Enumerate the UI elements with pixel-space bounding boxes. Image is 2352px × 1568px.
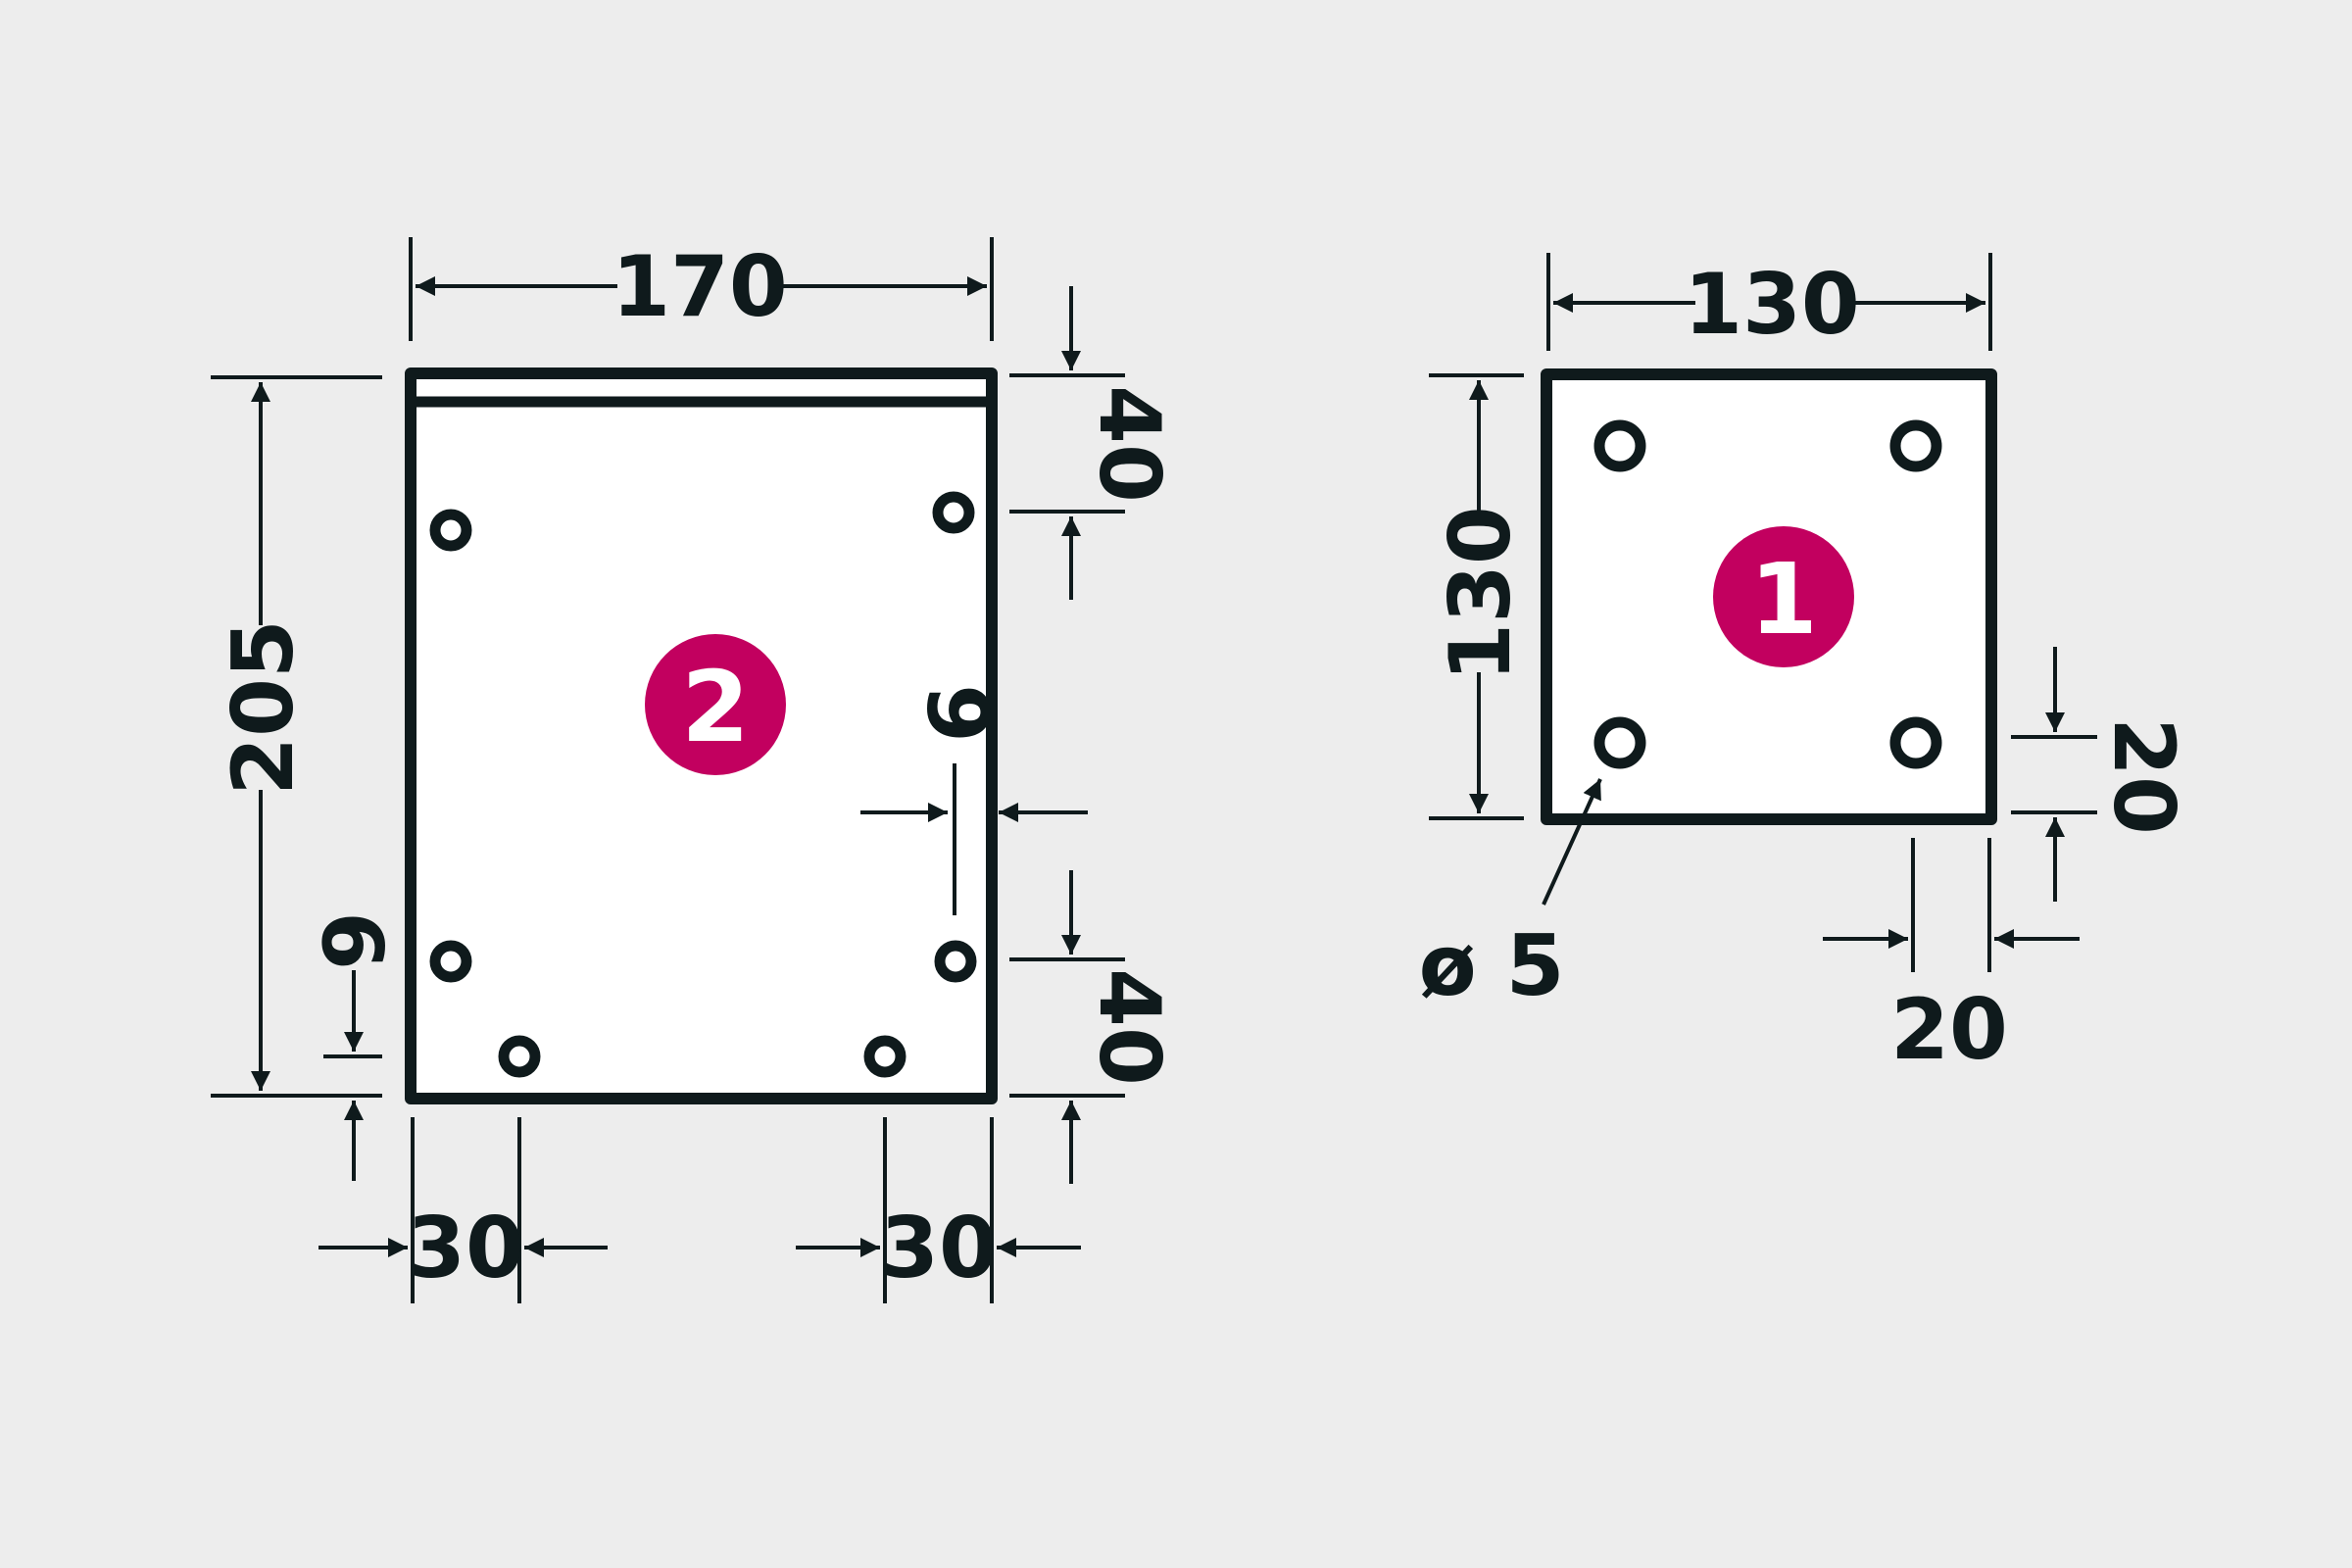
plate-1-height-label: 130 (1432, 506, 1530, 682)
hole (1889, 419, 1942, 472)
plate-2-left-inset-dimension (318, 1117, 608, 1303)
plate-2: 2 170 205 40 9 (211, 237, 1178, 1303)
plate-1-vertical-inset-dimension (2011, 647, 2097, 902)
plate-2-width-label: 170 (612, 238, 788, 336)
plate-2-bottom-hole-inset-label: 9 (307, 911, 405, 970)
plate-1-hole-diameter-label: ø 5 (1419, 917, 1565, 1015)
plate-1-badge-number: 1 (1749, 542, 1818, 657)
plate-2-right-inset-label: 30 (880, 1200, 998, 1298)
plate-1-horizontal-inset-label: 20 (1890, 981, 2008, 1079)
plate-2-badge-number: 2 (681, 650, 750, 764)
plate-1-badge (1713, 526, 1854, 667)
hole (1889, 716, 1942, 769)
plate-2-top-offset-label: 40 (1080, 385, 1178, 503)
plate-2-left-inset-label: 30 (407, 1200, 524, 1298)
plate-2-side-hole-inset-label: 9 (907, 684, 1005, 743)
plate-2-bottom-offset-dimension (1009, 870, 1125, 1184)
plate-2-height-dimension (211, 375, 382, 1098)
hole (863, 1035, 906, 1078)
plate-1-vertical-inset-label: 20 (2094, 717, 2192, 835)
hole (1593, 716, 1646, 769)
plate-1-width-dimension (1546, 253, 1992, 351)
plate-2-height-label: 205 (215, 619, 313, 796)
plate-1-horizontal-inset-dimension (1823, 838, 2080, 972)
plate-2-top-offset-dimension (1009, 286, 1125, 600)
plate-2-holes (429, 491, 977, 1078)
plate-1-height-dimension (1429, 373, 1524, 820)
hole (932, 491, 975, 534)
plate-2-bottom-offset-label: 40 (1080, 968, 1178, 1086)
plate-2-badge (645, 634, 786, 775)
plate-1-width-label: 130 (1684, 256, 1860, 354)
hole (1593, 419, 1646, 472)
hole (429, 509, 472, 552)
plate-1-hole-diameter-leader (1542, 778, 1602, 906)
plate-1-holes (1593, 419, 1942, 769)
hole (498, 1035, 541, 1078)
plate-2-right-inset-dimension (796, 1117, 1081, 1303)
plate-2-bottom-hole-inset-dimension (323, 970, 382, 1181)
plate-1: 1 130 130 20 (1419, 253, 2192, 1079)
hole (429, 940, 472, 983)
hole (934, 940, 977, 983)
plate-2-width-dimension (409, 237, 994, 341)
plate-2-side-hole-inset-dimension (860, 763, 1088, 915)
